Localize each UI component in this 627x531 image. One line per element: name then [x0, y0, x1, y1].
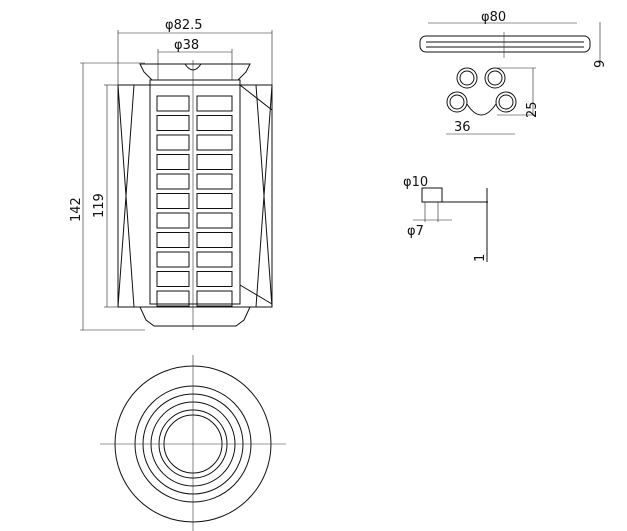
filter-cell [156, 154, 190, 170]
filter-cell [196, 173, 233, 190]
seal-diameter-label: φ80 [481, 10, 506, 25]
detail-view [413, 187, 488, 262]
inner-diameter-label: φ38 [174, 38, 199, 53]
filter-cell [156, 212, 190, 229]
filter-cell [156, 290, 190, 307]
filter-cell [156, 173, 190, 190]
filter-cell [156, 193, 190, 209]
filter-cell [196, 271, 233, 287]
filter-cell [196, 95, 233, 112]
detail-inner-diameter-label: φ7 [407, 224, 424, 239]
seal-section-view [446, 67, 536, 135]
detail-outer-diameter-label: φ10 [403, 175, 428, 190]
filter-cell [156, 232, 190, 248]
filter-cell [196, 115, 233, 131]
section-width-label: 36 [454, 120, 471, 135]
filter-cell [196, 154, 233, 170]
filter-front-view [80, 30, 273, 331]
filter-cell [196, 232, 233, 248]
filter-cell [156, 251, 190, 268]
filter-cell [156, 95, 190, 112]
filter-cell [156, 115, 190, 131]
total-height-label: 142 [69, 197, 84, 222]
filter-cell [196, 134, 233, 151]
filter-top-view [100, 355, 286, 531]
seal-ring-view [419, 22, 601, 65]
filter-cell [196, 290, 233, 307]
element-height-label: 119 [92, 193, 107, 218]
filter-cell [196, 212, 233, 229]
section-height-label: 25 [525, 101, 540, 118]
filter-cell [196, 251, 233, 268]
outer-diameter-label: φ82.5 [165, 18, 203, 33]
filter-cell [196, 193, 233, 209]
filter-cell [156, 134, 190, 151]
seal-thickness-label: 9 [593, 60, 608, 68]
detail-depth-label: 1 [473, 254, 488, 262]
filter-cell [156, 271, 190, 287]
